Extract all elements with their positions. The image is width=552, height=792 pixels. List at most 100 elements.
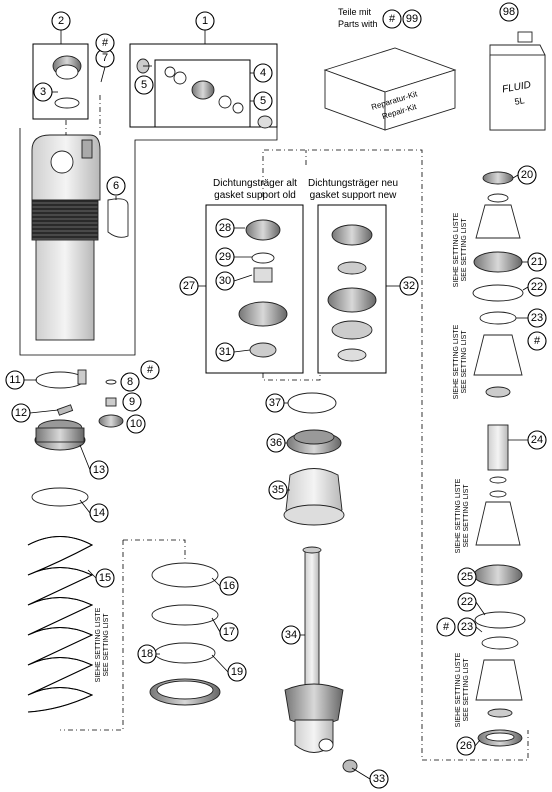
fluid-volume: 5L bbox=[514, 95, 526, 107]
svg-text:SEE SETTING LIST: SEE SETTING LIST bbox=[463, 484, 470, 548]
callout-33: 33 bbox=[369, 769, 389, 789]
callout-19: 19 bbox=[227, 662, 247, 682]
svg-text:31: 31 bbox=[219, 346, 231, 358]
svg-text:SIEHE SETTING LISTE: SIEHE SETTING LISTE bbox=[95, 607, 102, 682]
callout-22b: 22 bbox=[457, 592, 477, 612]
damper-body bbox=[19, 95, 278, 356]
svg-text:11: 11 bbox=[9, 374, 20, 386]
callout-9: 9 bbox=[122, 392, 142, 412]
callout-5b: 5 bbox=[253, 91, 273, 111]
callout-25: 25 bbox=[457, 567, 477, 587]
svg-text:1: 1 bbox=[202, 15, 208, 27]
callout-18: 18 bbox=[137, 644, 157, 664]
svg-text:20: 20 bbox=[521, 169, 533, 181]
callout-11: 11 bbox=[5, 370, 25, 390]
callout-98: 98 bbox=[499, 2, 519, 22]
bladder-cover bbox=[107, 198, 129, 238]
setting-list-label-4: SIEHE SETTING LISTE SEE SETTING LIST bbox=[455, 652, 470, 727]
main-spring bbox=[27, 536, 94, 713]
svg-text:#: # bbox=[147, 364, 154, 376]
callout-14: 14 bbox=[89, 503, 109, 523]
gasket-old-en: gasket support old bbox=[214, 190, 296, 201]
callout-10: 10 bbox=[126, 414, 146, 434]
callout-22a: 22 bbox=[527, 277, 547, 297]
svg-text:23: 23 bbox=[461, 621, 473, 633]
callout-23b: 23 bbox=[457, 617, 477, 637]
svg-text:15: 15 bbox=[99, 572, 111, 584]
right-mid-stack bbox=[473, 424, 526, 650]
callout-6: 6 bbox=[106, 176, 126, 196]
setting-list-label-2: SIEHE SETTING LISTE SEE SETTING LIST bbox=[453, 324, 468, 399]
callout-30: 30 bbox=[215, 271, 235, 291]
svg-text:17: 17 bbox=[223, 626, 235, 638]
svg-text:34: 34 bbox=[285, 629, 297, 641]
callout-3: 3 bbox=[33, 82, 53, 102]
svg-text:22: 22 bbox=[531, 281, 543, 293]
callout-31: 31 bbox=[215, 342, 235, 362]
svg-text:8: 8 bbox=[127, 376, 133, 388]
callout-8: 8 bbox=[120, 372, 140, 392]
seal-head bbox=[286, 429, 342, 455]
svg-text:#: # bbox=[389, 13, 396, 25]
svg-text:SIEHE SETTING LISTE: SIEHE SETTING LISTE bbox=[453, 212, 460, 287]
bolt bbox=[56, 404, 74, 416]
svg-text:7: 7 bbox=[102, 52, 108, 64]
svg-text:6: 6 bbox=[113, 180, 119, 192]
svg-text:36: 36 bbox=[270, 437, 282, 449]
shims-stack bbox=[149, 562, 221, 706]
piston-box bbox=[129, 43, 278, 129]
svg-text:23: 23 bbox=[531, 312, 543, 324]
svg-text:2: 2 bbox=[58, 15, 64, 27]
callout-21: 21 bbox=[527, 252, 547, 272]
teile-mit-label: Teile mit bbox=[338, 7, 372, 17]
svg-text:28: 28 bbox=[219, 222, 231, 234]
callout-32: 32 bbox=[399, 276, 419, 296]
svg-text:25: 25 bbox=[461, 571, 473, 583]
svg-text:18: 18 bbox=[141, 648, 153, 660]
svg-text:33: 33 bbox=[373, 773, 385, 785]
svg-text:27: 27 bbox=[183, 280, 195, 292]
svg-text:9: 9 bbox=[129, 396, 135, 408]
callout-24: 24 bbox=[527, 430, 547, 450]
svg-text:13: 13 bbox=[93, 464, 105, 476]
repair-kit-box: Reparatur-Kit Repair-Kit bbox=[323, 47, 457, 131]
svg-text:SEE SETTING LIST: SEE SETTING LIST bbox=[103, 613, 110, 677]
callout-2: 2 bbox=[51, 11, 71, 31]
gasket-new-de: Dichtungsträger neu bbox=[308, 178, 398, 189]
svg-text:32: 32 bbox=[403, 280, 415, 292]
setting-list-label-1: SIEHE SETTING LISTE SEE SETTING LIST bbox=[453, 212, 468, 287]
small-valve-parts bbox=[98, 379, 124, 428]
callout-36: 36 bbox=[266, 433, 286, 453]
right-bottom-stack bbox=[475, 659, 523, 747]
svg-text:16: 16 bbox=[223, 580, 235, 592]
callout-35: 35 bbox=[268, 480, 288, 500]
svg-text:37: 37 bbox=[269, 397, 281, 409]
svg-text:#: # bbox=[534, 335, 541, 347]
svg-text:10: 10 bbox=[130, 418, 142, 430]
svg-text:#: # bbox=[102, 37, 109, 49]
callout-27: 27 bbox=[179, 276, 199, 296]
callout-hash-1: # bbox=[95, 33, 115, 53]
svg-text:19: 19 bbox=[231, 666, 243, 678]
spring-retainer-nut bbox=[34, 419, 86, 451]
svg-text:99: 99 bbox=[406, 13, 418, 25]
svg-text:SIEHE SETTING LISTE: SIEHE SETTING LISTE bbox=[453, 324, 460, 399]
setting-list-label-3: SIEHE SETTING LISTE SEE SETTING LIST bbox=[455, 478, 470, 553]
setting-list-label-5: SIEHE SETTING LISTE SEE SETTING LIST bbox=[95, 607, 110, 682]
callout-4: 4 bbox=[253, 63, 273, 83]
svg-text:SIEHE SETTING LISTE: SIEHE SETTING LISTE bbox=[455, 478, 462, 553]
svg-text:26: 26 bbox=[460, 740, 472, 752]
callout-99: 99 bbox=[402, 9, 422, 29]
piston-ring bbox=[287, 392, 337, 414]
gasket-new-en: gasket support new bbox=[310, 190, 397, 201]
callout-hash-3: # bbox=[527, 331, 547, 351]
callout-hash-header: # bbox=[382, 9, 402, 29]
svg-text:24: 24 bbox=[531, 434, 543, 446]
callout-29: 29 bbox=[215, 247, 235, 267]
callout-hash-4: # bbox=[436, 617, 456, 637]
svg-text:SIEHE SETTING LISTE: SIEHE SETTING LISTE bbox=[455, 652, 462, 727]
gasket-new-box bbox=[317, 204, 387, 374]
spring-washer bbox=[31, 487, 89, 507]
svg-text:22: 22 bbox=[461, 596, 473, 608]
